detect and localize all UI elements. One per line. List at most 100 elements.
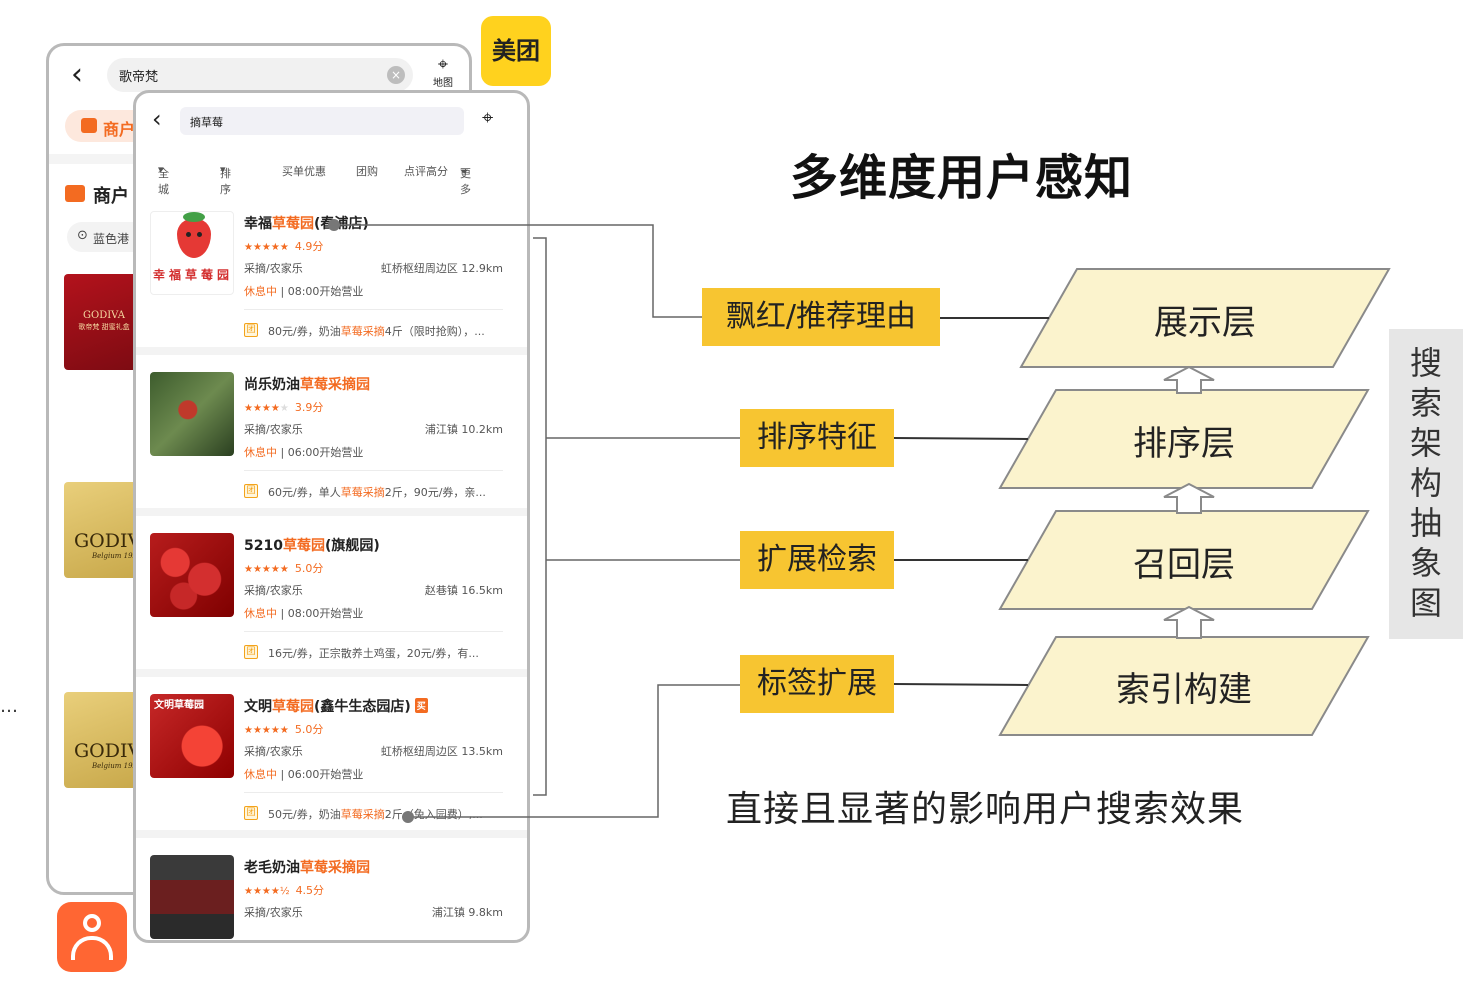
listing-category: 采摘/农家乐: [244, 906, 303, 919]
listing-name: 尚乐奶油草莓采摘园: [244, 377, 370, 393]
listing-area-distance: 浦江镇 9.8km: [431, 906, 503, 919]
filter-citywide[interactable]: 全城 ▾: [158, 163, 169, 196]
listing-category: 采摘/农家乐: [244, 423, 303, 436]
location-pin-icon: ⊙: [77, 228, 88, 243]
layer-ranking-label: 排序层: [1133, 424, 1235, 464]
listing-category: 采摘/农家乐: [244, 584, 303, 597]
meituan-search-query: 歌帝梵: [119, 70, 159, 85]
merchant-section-label: 商户: [93, 186, 129, 207]
filter-sort[interactable]: 排序 ▾: [220, 163, 231, 196]
layer-index-label: 索引构建: [1116, 670, 1252, 710]
meituan-search-input[interactable]: 歌帝梵 ×: [107, 58, 413, 92]
map-label: 地图: [433, 78, 453, 89]
tag-ranking-feature: 排序特征: [740, 409, 894, 467]
listing-card[interactable]: 尚乐奶油草莓采摘园 ★★★★★3.9分 采摘/农家乐 浦江镇 10.2km 休息…: [136, 364, 527, 516]
listing-card[interactable]: 文明草莓园 文明草莓园(鑫牛生态园店)买 ★★★★★5.0分 采摘/农家乐 虹桥…: [136, 686, 527, 838]
filter-high-rating[interactable]: 点评高分: [404, 165, 448, 178]
connector-line: [893, 437, 1029, 440]
filter-group-buy[interactable]: 团购: [356, 165, 378, 178]
listing-name: 幸福草莓园(春浦店): [244, 216, 369, 232]
clear-icon[interactable]: ×: [387, 66, 405, 84]
side-label-char: 抽: [1409, 504, 1442, 542]
dianping-search-query: 摘草莓: [190, 116, 223, 129]
filter-funnel-icon: ⏷: [460, 165, 469, 178]
dianping-search-input[interactable]: 摘草莓: [180, 107, 464, 135]
connector-line: [893, 683, 1029, 686]
rating-score: 3.9分: [294, 401, 324, 414]
strawberry-logo-image: 幸福草莓园: [150, 211, 234, 295]
listing-area-distance: 虹桥枢纽周边区 13.5km: [380, 745, 503, 758]
map-pin-icon: ⌖: [437, 54, 449, 75]
strawberry-field-image: [150, 372, 234, 456]
meituan-top-bar: ‹ 歌帝梵 × ⌖ 地图: [49, 46, 469, 102]
listing-card[interactable]: 幸福草莓园 幸福草莓园(春浦店) ★★★★★4.9分 采摘/农家乐 虹桥枢纽周边…: [136, 203, 527, 355]
wenming-strawberry-image: 文明草莓园: [150, 694, 234, 778]
filter-label: 排序: [220, 167, 231, 196]
listing-hours: 休息中 | 06:00开始营业: [244, 768, 364, 781]
strawberries-image: [150, 533, 234, 617]
side-label: 搜索架构抽象图: [1389, 329, 1463, 639]
store-icon: [81, 118, 97, 133]
filter-bar: 全城 ▾ 排序 ▾ 买单优惠 团购 点评高分 更多 ⏷: [136, 161, 527, 196]
location-pin-icon[interactable]: ⌖: [482, 105, 494, 129]
tag-highlight-reason: 飘红/推荐理由: [702, 288, 940, 346]
back-chevron-icon[interactable]: ‹: [71, 57, 83, 92]
back-chevron-icon[interactable]: ‹: [152, 105, 162, 133]
rating-stars: ★★★★★3.9分: [244, 401, 324, 414]
strawberry-logo-text: 幸福草莓园: [153, 268, 234, 282]
card-separator: [244, 792, 503, 793]
layer-display-label: 展示层: [1154, 303, 1256, 343]
listing-category: 采摘/农家乐: [244, 262, 303, 275]
godiva-gift-box-image[interactable]: GODIVA 歌帝梵 甜蜜礼盒: [64, 274, 144, 370]
godiva-gold-brand: GODIV: [74, 530, 142, 552]
listing-card[interactable]: 5210草莓园(旗舰园) ★★★★★5.0分 采摘/农家乐 赵巷镇 16.5km…: [136, 525, 527, 677]
listing-area-distance: 赵巷镇 16.5km: [424, 584, 503, 597]
arrow-up-icon: [1163, 365, 1215, 394]
rating-score: 4.5分: [295, 884, 325, 897]
rating-score: 4.9分: [294, 240, 324, 253]
strawberry-icon: [177, 212, 211, 258]
rating-stars: ★★★★★4.9分: [244, 240, 324, 253]
godiva-store-image[interactable]: GODIV Belgium 1926: [64, 692, 144, 788]
tab-merchant-label: 商户: [103, 120, 136, 139]
merchant-section-title: 商户: [65, 182, 129, 208]
card-separator: [244, 631, 503, 632]
godiva-red-brand: GODIVA: [83, 310, 125, 321]
more-ellipsis: …: [0, 696, 18, 717]
card-separator: [244, 309, 503, 310]
dianping-phone-screen: ‹ 摘草莓 ⌖ 全城 ▾ 排序 ▾ 买单优惠 团购 点评高分 更多 ⏷ 幸福草莓…: [133, 90, 530, 943]
listing-category: 采摘/农家乐: [244, 745, 303, 758]
godiva-gold-brand: GODIV: [74, 740, 142, 762]
filter-pay-discount[interactable]: 买单优惠: [282, 165, 326, 178]
tag-label-expansion: 标签扩展: [740, 655, 894, 713]
listing-area-distance: 虹桥枢纽周边区 12.9km: [380, 262, 503, 275]
filter-label: 全城: [158, 167, 169, 196]
group-buy-icon: 团: [244, 323, 258, 337]
map-button[interactable]: ⌖ 地图: [425, 54, 461, 90]
buy-badge: 买: [414, 698, 428, 713]
side-label-char: 图: [1409, 584, 1442, 622]
side-label-char: 搜: [1409, 344, 1442, 382]
group-buy-icon: 团: [244, 484, 258, 498]
rating-score: 5.0分: [294, 723, 324, 736]
diagram-title: 多维度用户感知: [790, 150, 1134, 206]
godiva-red-caption: 歌帝梵 甜蜜礼盒: [78, 323, 130, 331]
rating-stars: ★★★★★5.0分: [244, 562, 324, 575]
arrow-up-icon: [1163, 482, 1215, 514]
listing-hours: 休息中 | 06:00开始营业: [244, 446, 364, 459]
godiva-store-image[interactable]: GODIV Belgium 1926: [64, 482, 144, 578]
bracket-line: [533, 237, 547, 796]
listing-name: 5210草莓园(旗舰园): [244, 538, 380, 554]
rating-score: 5.0分: [294, 562, 324, 575]
side-label-char: 象: [1409, 544, 1442, 582]
layer-recall-label: 召回层: [1133, 545, 1235, 585]
rating-stars: ★★★★★5.0分: [244, 723, 324, 736]
godiva-gold-sub: Belgium 1926: [92, 552, 142, 560]
card-separator: [244, 470, 503, 471]
